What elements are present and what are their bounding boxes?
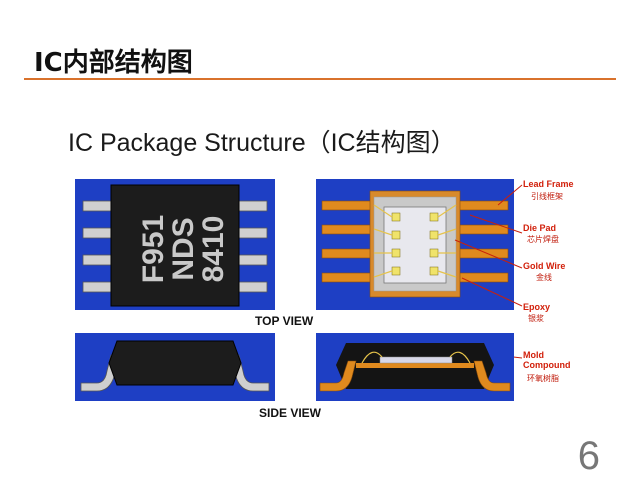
callout-die-pad-zh: 芯片焊盘 [527,235,559,244]
top-view-package-illustration: F951 NDS 8410 [82,184,268,307]
top-view-label: TOP VIEW [255,314,314,328]
top-view-package-panel: F951 NDS 8410 [75,179,275,310]
title-divider [24,78,616,80]
top-view-internal-panel [316,179,514,310]
callout-mold-compound-zh: 环氧树脂 [527,374,559,383]
chip-mark-line-2: NDS [167,217,200,280]
callout-epoxy-zh: 银浆 [528,314,544,323]
page-number: 6 [577,434,600,478]
side-view-package-panel [75,333,275,401]
side-view-internal-illustration [319,343,511,392]
chip-mark-line-1: F951 [137,215,170,283]
callout-gold-wire-zh: 金线 [536,273,552,282]
callout-gold-wire: Gold Wire [523,261,566,271]
side-view-label: SIDE VIEW [259,406,322,420]
slide-title: IC内部结构图 [34,48,193,78]
callout-lead-frame: Lead Frame [523,179,574,189]
chip-mark-line-3: 8410 [197,216,230,283]
top-view-internal-illustration [321,190,509,298]
callout-die-pad: Die Pad [523,223,557,233]
callout-epoxy: Epoxy [523,302,551,312]
callout-lead-frame-zh: 引线框架 [531,192,563,201]
diagram-subtitle: IC Package Structure（IC结构图） [68,129,456,157]
side-view-internal-panel [316,333,514,401]
callout-mold-compound: Mold Compound [523,350,571,370]
side-view-package-illustration [80,340,270,392]
